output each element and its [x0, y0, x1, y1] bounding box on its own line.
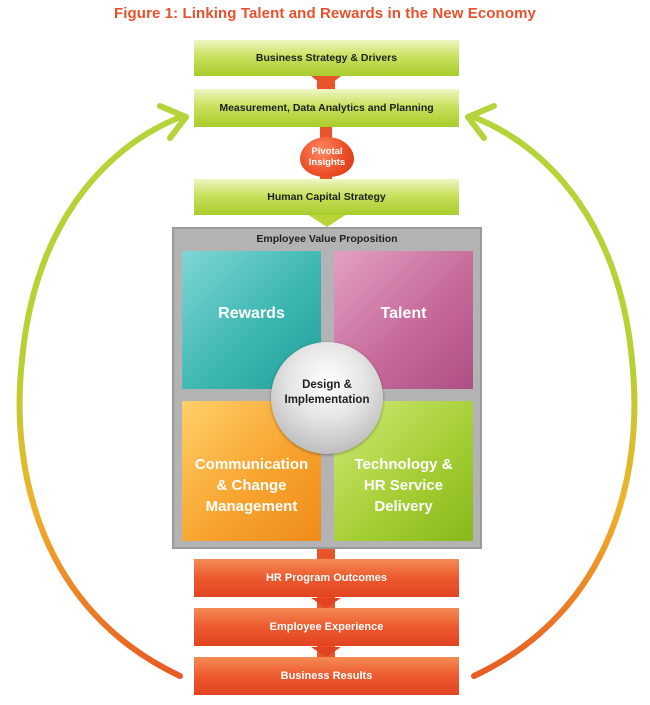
- communication-line1: Communication: [194, 456, 309, 473]
- communication-quadrant: Communication & Change Management: [182, 401, 321, 541]
- connector-arrow-4: [311, 647, 341, 657]
- figure-title: Figure 1: Linking Talent and Rewards in …: [114, 5, 536, 22]
- center-spine-pivot: [320, 127, 332, 139]
- left-arc: [16, 115, 183, 679]
- business-results-bar: Business Results: [194, 657, 459, 695]
- human-capital-strategy-bar: Human Capital Strategy: [194, 179, 459, 215]
- hr-program-outcomes-bar: HR Program Outcomes: [194, 559, 459, 597]
- technology-line3: Delivery: [374, 498, 433, 515]
- right-arc: [471, 115, 638, 679]
- measurement-bar: Measurement, Data Analytics and Planning: [194, 89, 459, 127]
- technology-line1: Technology &: [354, 456, 453, 473]
- design-implementation-circle: Design & Implementation: [271, 342, 383, 454]
- pivotal-insights-badge: Pivotal Insights: [300, 137, 354, 177]
- business-strategy-bar: Business Strategy & Drivers: [194, 40, 459, 76]
- evp-label: Employee Value Proposition: [256, 233, 398, 245]
- communication-line2: & Change: [216, 477, 287, 494]
- design-label: Design & Implementation: [271, 378, 383, 408]
- rewards-label: Rewards: [218, 305, 285, 322]
- right-arc-arrowhead: [465, 103, 497, 141]
- design-line1: Design &: [302, 379, 352, 391]
- left-arc-arrowhead: [157, 103, 189, 141]
- technology-label: Technology & HR Service Delivery: [334, 454, 473, 517]
- talent-label: Talent: [380, 305, 427, 322]
- center-spine-lower: [317, 548, 335, 560]
- connector-arrow-1: [311, 76, 341, 88]
- technology-line2: HR Service: [363, 477, 444, 494]
- employee-experience-bar: Employee Experience: [194, 608, 459, 646]
- pivotal-line2: Insights: [308, 157, 346, 168]
- design-line2: Implementation: [284, 394, 370, 406]
- communication-label: Communication & Change Management: [182, 454, 321, 517]
- pivotal-line1: Pivotal: [311, 146, 343, 157]
- communication-line3: Management: [205, 498, 298, 515]
- connector-arrow-3: [311, 598, 341, 608]
- connector-arrow-2: [307, 214, 347, 227]
- technology-quadrant: Technology & HR Service Delivery: [334, 401, 473, 541]
